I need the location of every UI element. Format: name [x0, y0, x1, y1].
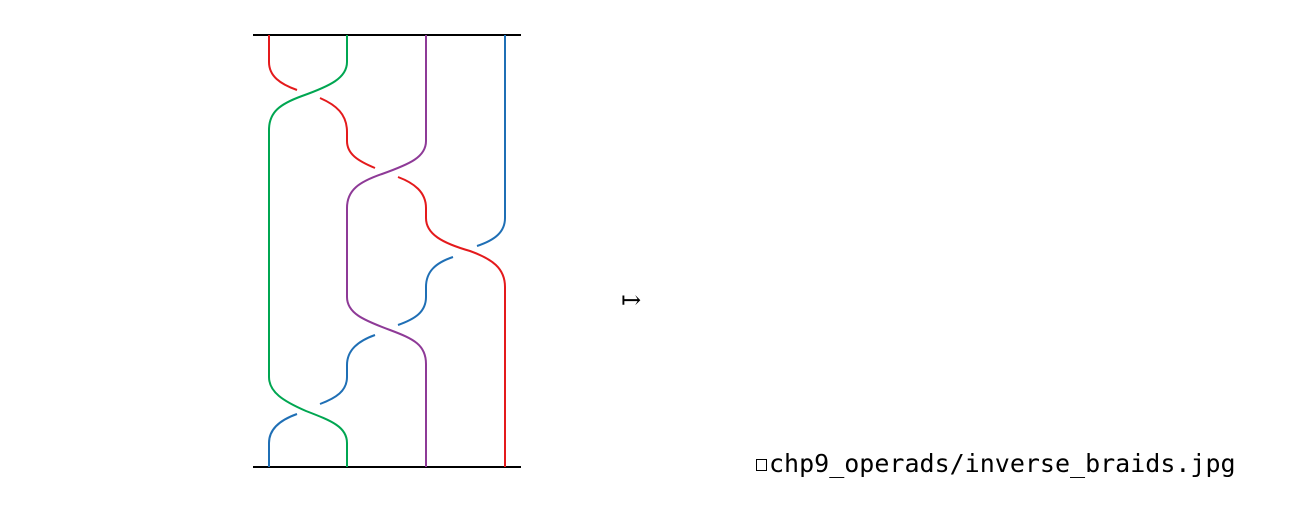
missing-image-placeholder: chp9_operads/inverse_braids.jpg — [756, 449, 1236, 479]
blue-strand-bottom — [268, 413, 298, 467]
blue-strand-lower-middle — [319, 334, 376, 405]
green-strand — [268, 35, 348, 467]
missing-image-filename: chp9_operads/inverse_braids.jpg — [769, 449, 1236, 478]
maps-to-arrow: ↦ — [621, 286, 642, 314]
red-strand-middle — [319, 97, 376, 169]
red-strand-lower — [397, 176, 506, 467]
blue-strand-top — [476, 35, 506, 247]
missing-image-box-icon — [756, 459, 767, 471]
blue-strand-upper-middle — [397, 256, 454, 326]
red-strand-top — [268, 35, 298, 91]
purple-strand — [346, 35, 427, 467]
